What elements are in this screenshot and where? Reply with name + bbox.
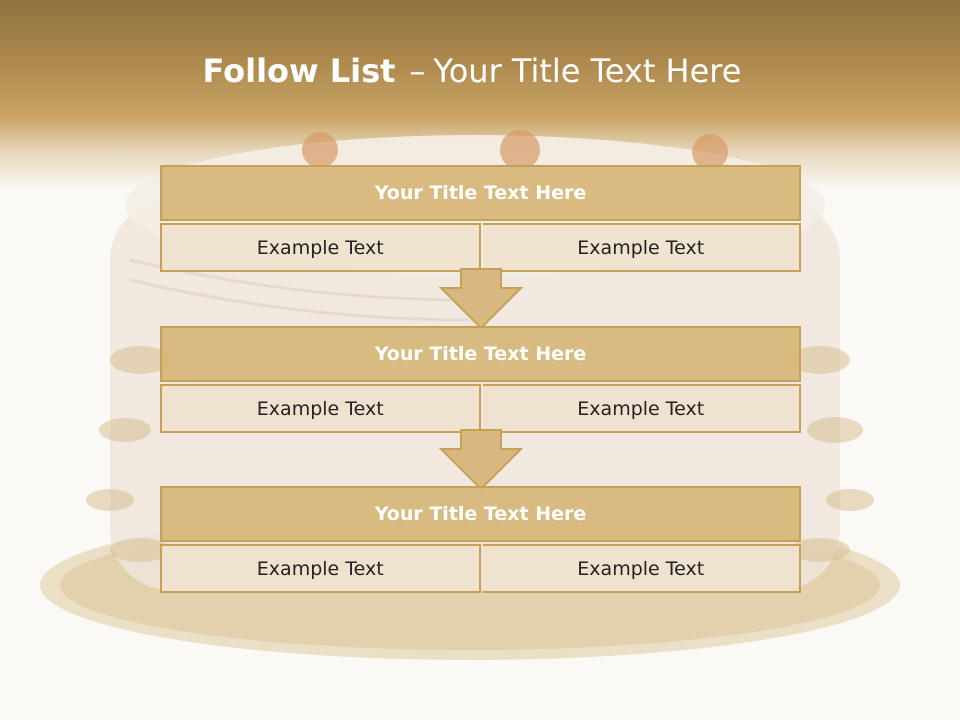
- block-cell-right: Example Text: [482, 384, 801, 433]
- block-row: Example Text Example Text: [160, 544, 801, 593]
- list-block-3: Your Title Text Here Example Text Exampl…: [160, 486, 801, 593]
- title-bold: Follow List: [202, 52, 396, 90]
- block-title: Your Title Text Here: [160, 165, 801, 221]
- title-dash: –: [409, 52, 426, 90]
- down-arrow-icon: [438, 429, 524, 491]
- title-rest: Your Title Text Here: [433, 52, 742, 90]
- block-cell-right: Example Text: [482, 544, 801, 593]
- list-block-1: Your Title Text Here Example Text Exampl…: [160, 165, 801, 272]
- block-cell-left: Example Text: [160, 544, 481, 593]
- block-cell-left: Example Text: [160, 384, 481, 433]
- down-arrow-icon: [438, 268, 524, 330]
- block-title: Your Title Text Here: [160, 486, 801, 542]
- block-cell-right: Example Text: [482, 223, 801, 272]
- header-band: [0, 0, 960, 190]
- slide-title: Follow List–Your Title Text Here: [0, 52, 944, 90]
- block-row: Example Text Example Text: [160, 384, 801, 433]
- block-title: Your Title Text Here: [160, 326, 801, 382]
- block-row: Example Text Example Text: [160, 223, 801, 272]
- block-cell-left: Example Text: [160, 223, 481, 272]
- list-block-2: Your Title Text Here Example Text Exampl…: [160, 326, 801, 433]
